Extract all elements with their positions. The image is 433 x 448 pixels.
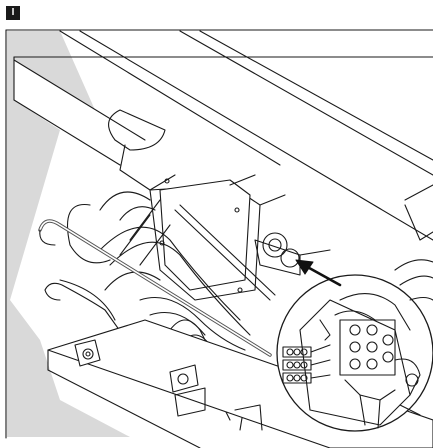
detail-magnifier [276, 274, 433, 432]
ceiling-beams [13, 30, 433, 241]
connector-plugs [282, 344, 331, 384]
valve-fitting [254, 232, 331, 276]
side-pipes [394, 259, 433, 301]
terminal-block [339, 319, 396, 376]
wall-shade [7, 31, 130, 437]
boiler-body [108, 109, 286, 301]
step-badge: I [6, 6, 20, 20]
cable-loop [38, 219, 272, 357]
frame-lines [5, 29, 433, 439]
direction-arrow [295, 259, 342, 287]
